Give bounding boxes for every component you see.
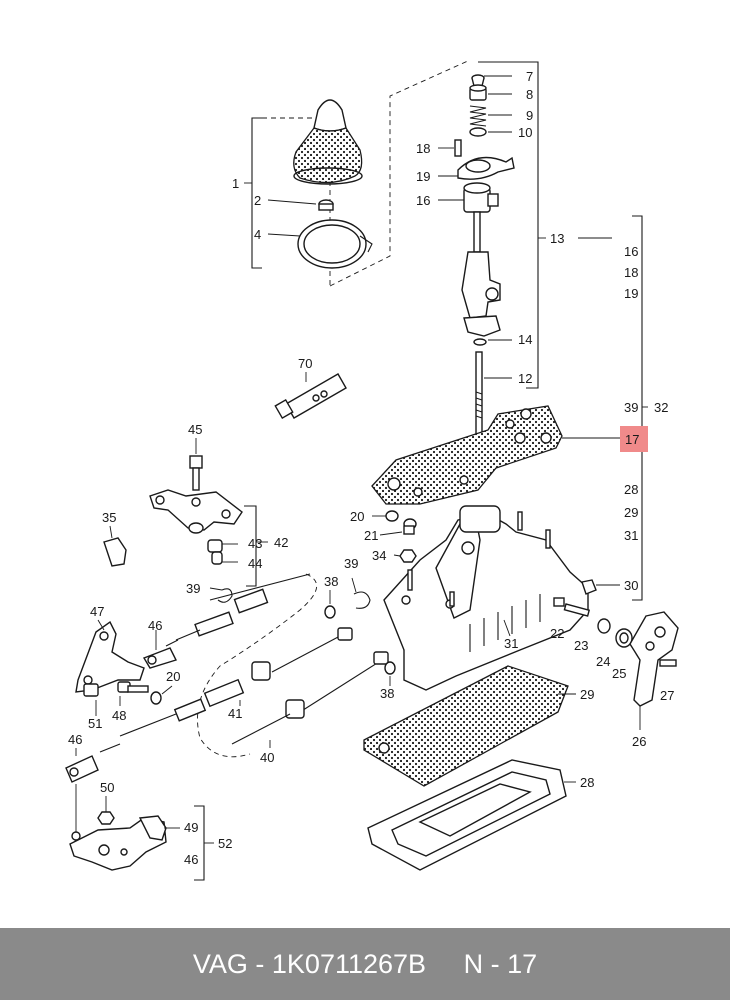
cable-mount-bracket — [69, 748, 214, 881]
label-16-right: 16 — [624, 244, 638, 259]
label-13: 13 — [550, 231, 564, 246]
label-27: 27 — [660, 688, 674, 703]
label-18-top: 18 — [416, 141, 430, 156]
label-9: 9 — [526, 108, 533, 123]
retaining-clip — [318, 199, 334, 211]
label-16-top: 16 — [416, 193, 430, 208]
label-50: 50 — [100, 780, 114, 795]
selector-lever-bracket — [629, 611, 679, 730]
lever-ring — [469, 127, 487, 137]
label-26: 26 — [632, 734, 646, 749]
lever-guide-sleeve — [463, 182, 499, 213]
insulation-pad — [363, 665, 576, 787]
label-46-mid: 46 — [148, 618, 162, 633]
label-32: 32 — [654, 400, 668, 415]
part-number: 1K0711267B — [271, 948, 427, 979]
lever-rod — [461, 211, 501, 463]
label-12: 12 — [518, 371, 532, 386]
label-49: 49 — [184, 820, 198, 835]
exploded-parts-diagram: 1 2 4 7 8 9 10 18 19 16 13 16 18 19 14 1… — [65, 59, 679, 881]
label-70: 70 — [298, 356, 312, 371]
label-28-right: 28 — [624, 482, 638, 497]
gasket-plate — [371, 405, 648, 505]
shift-cables — [65, 573, 396, 783]
part-footer: VAG - 1K0711267B N - 17 — [0, 928, 730, 1000]
label-34: 34 — [372, 548, 386, 563]
highlight-box-17 — [620, 426, 648, 452]
label-20-left: 20 — [166, 669, 180, 684]
housing-fasteners — [372, 510, 633, 648]
label-30: 30 — [624, 578, 638, 593]
label-14: 14 — [518, 332, 532, 347]
label-48: 48 — [112, 708, 126, 723]
label-29-right: 29 — [624, 505, 638, 520]
label-45: 45 — [188, 422, 202, 437]
group-bracket-13 — [578, 215, 648, 601]
label-8: 8 — [526, 87, 533, 102]
boot-frame-ring — [297, 219, 373, 269]
gear-knob-boot-group — [244, 59, 471, 287]
label-21: 21 — [364, 528, 378, 543]
label-31-right: 31 — [624, 528, 638, 543]
shift-housing — [383, 505, 590, 691]
spacer — [426, 949, 464, 980]
lever-screw — [454, 139, 462, 157]
grease-tube — [274, 372, 347, 420]
label-31-housing: 31 — [504, 636, 518, 651]
gear-knob — [293, 99, 363, 185]
label-22: 22 — [550, 626, 564, 641]
lever-spring — [469, 105, 487, 127]
separator: - — [247, 948, 272, 979]
brand-label: VAG — [192, 948, 248, 979]
label-17-highlighted: 17 — [625, 432, 639, 447]
lever-cap — [471, 74, 485, 87]
label-52: 52 — [218, 836, 232, 851]
label-23: 23 — [574, 638, 588, 653]
label-1: 1 — [232, 176, 239, 191]
shift-lever-assembly — [438, 61, 546, 463]
label-29-pad: 29 — [580, 687, 594, 702]
label-25: 25 — [612, 666, 626, 681]
label-19-right: 19 — [624, 286, 638, 301]
cable-support-bracket — [103, 438, 268, 587]
label-39-mid: 39 — [344, 556, 358, 571]
label-4: 4 — [254, 227, 261, 242]
label-46-left: 46 — [68, 732, 82, 747]
label-39-cable: 39 — [186, 581, 200, 596]
label-18-right: 18 — [624, 265, 638, 280]
lever-bush — [469, 84, 487, 101]
label-39-right: 39 — [624, 400, 638, 415]
label-47: 47 — [90, 604, 104, 619]
label-38-top: 38 — [324, 574, 338, 589]
label-35: 35 — [102, 510, 116, 525]
label-19-top: 19 — [416, 169, 430, 184]
diagram-reference: N - 17 — [463, 948, 538, 979]
label-51: 51 — [88, 716, 102, 731]
label-44: 44 — [248, 556, 262, 571]
label-42: 42 — [274, 535, 288, 550]
label-20-top: 20 — [350, 509, 364, 524]
label-38-bottom: 38 — [380, 686, 394, 701]
label-46-bottom: 46 — [184, 852, 198, 867]
label-10: 10 — [518, 125, 532, 140]
base-plate — [367, 759, 576, 871]
callout-labels: 1 2 4 7 8 9 10 18 19 16 13 16 18 19 14 1… — [68, 69, 674, 867]
label-2: 2 — [254, 193, 261, 208]
selector-lever-left — [75, 619, 173, 716]
label-40: 40 — [260, 750, 274, 765]
label-43: 43 — [248, 536, 262, 551]
label-41: 41 — [228, 706, 242, 721]
label-7: 7 — [526, 69, 533, 84]
lever-bracket — [457, 156, 515, 180]
label-28-plate: 28 — [580, 775, 594, 790]
label-24: 24 — [596, 654, 610, 669]
